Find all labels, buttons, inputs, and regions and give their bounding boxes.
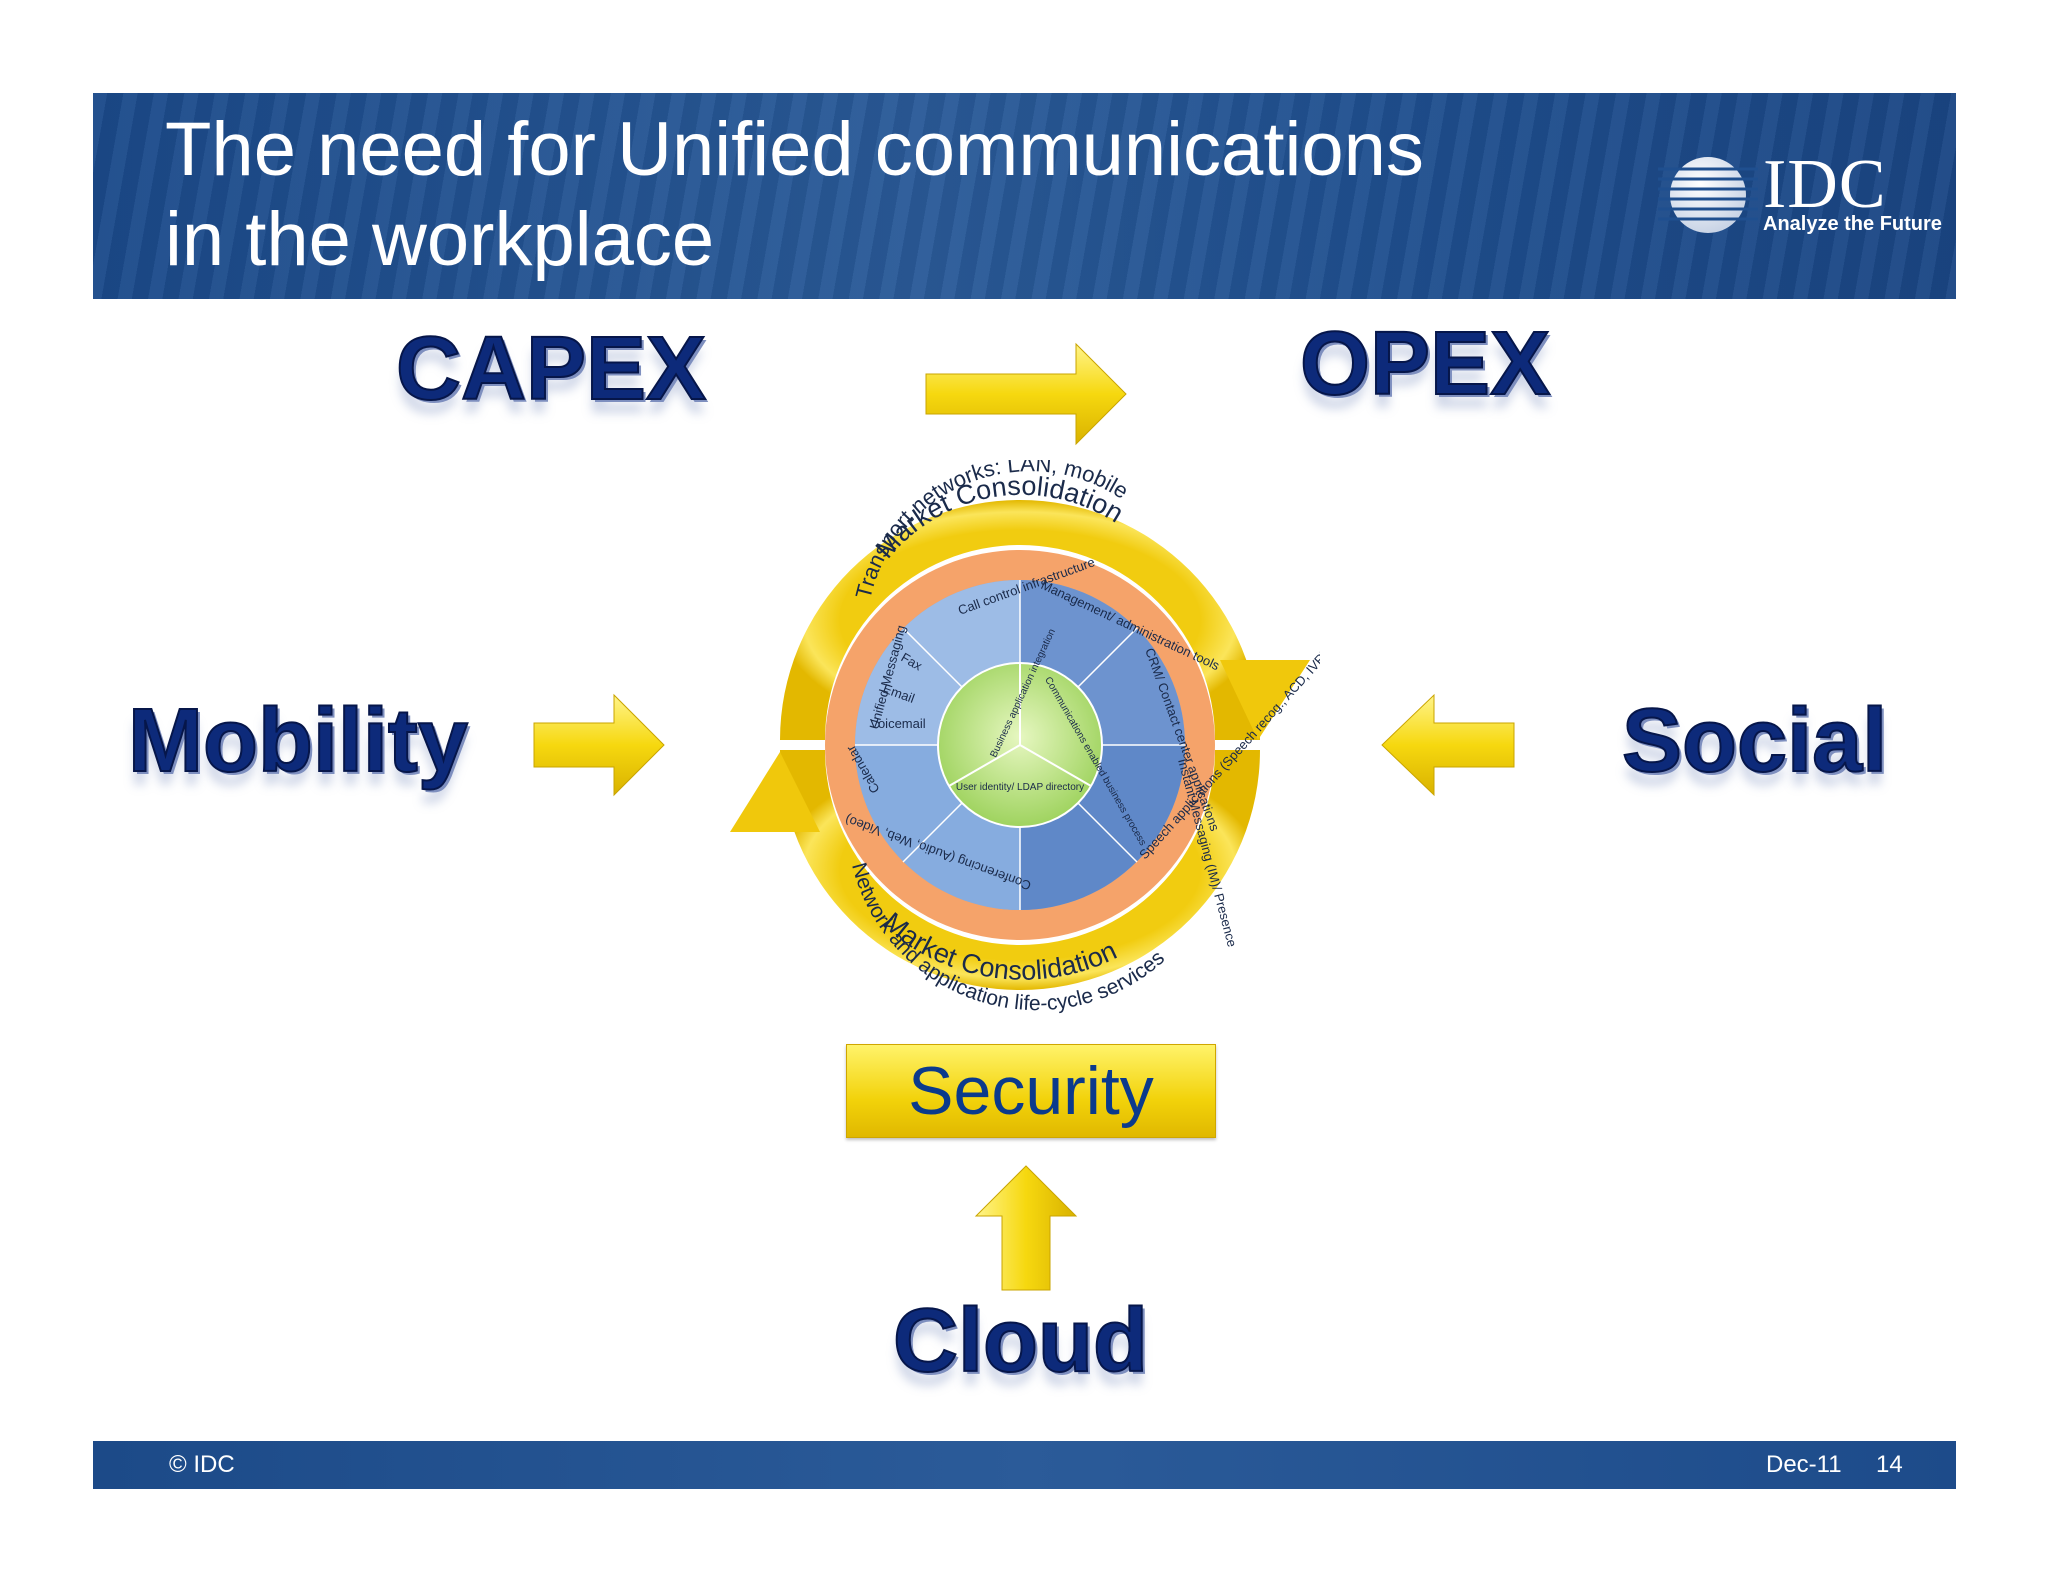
outer-ring-bottom: [780, 750, 1260, 990]
title-line-2: in the workplace: [165, 197, 715, 282]
idc-logo: IDC Analyze the Future: [1658, 146, 1942, 241]
copyright: © IDC: [169, 1451, 235, 1478]
opex-label: OPEX: [1299, 313, 1551, 415]
ring-arrowhead-icon: [730, 752, 820, 832]
logo-tagline: Analyze the Future: [1763, 213, 1942, 235]
capex-label: CAPEX: [395, 318, 707, 420]
footer-date: Dec-11: [1766, 1451, 1842, 1478]
arrow-up-icon: [974, 1165, 1078, 1291]
security-label: Security: [908, 1053, 1154, 1129]
arrow-left-icon: [1381, 693, 1515, 797]
title-line-1: The need for Unified communications: [165, 107, 1424, 192]
mobility-label: Mobility: [127, 690, 469, 792]
cloud-label: Cloud: [892, 1290, 1149, 1392]
social-label: Social: [1621, 690, 1888, 792]
segment-label: Voicemail: [870, 716, 926, 731]
ring-arrowhead-icon: [1220, 660, 1310, 740]
center-label-bottom: User identity/ LDAP directory: [956, 782, 1084, 793]
uc-wheel-diagram: Market Consolidation Transport networks:…: [730, 460, 1320, 1015]
arrow-right-icon: [533, 693, 665, 797]
security-box: Security: [846, 1044, 1216, 1138]
logo-text: IDC: [1763, 146, 1887, 223]
page-number: 14: [1876, 1451, 1903, 1478]
arrow-right-icon: [925, 342, 1127, 446]
page-title: The need for Unified communications in t…: [165, 105, 1625, 285]
globe-icon: [1658, 157, 1758, 233]
header-banner: The need for Unified communications in t…: [93, 93, 1956, 299]
outer-ring-top: [780, 500, 1260, 740]
footer-bar: © IDC Dec-11 14: [93, 1441, 1956, 1489]
